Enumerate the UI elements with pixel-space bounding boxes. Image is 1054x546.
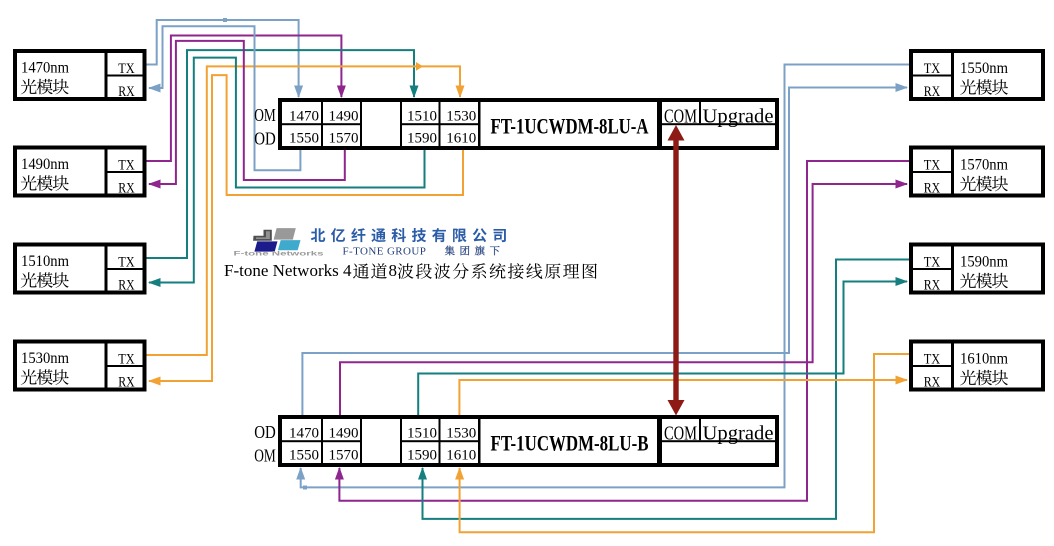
svg-text:RX: RX	[924, 278, 941, 294]
svg-text:OM: OM	[254, 105, 276, 125]
svg-text:1590: 1590	[407, 448, 437, 464]
svg-text:OD: OD	[254, 422, 276, 442]
svg-text:1610nm: 1610nm	[960, 351, 1009, 368]
svg-text:COM: COM	[664, 106, 697, 128]
svg-text:OD: OD	[254, 128, 276, 148]
svg-text:TX: TX	[118, 352, 135, 368]
svg-text:F-tone Networks: F-tone Networks	[234, 251, 325, 258]
svg-text:TX: TX	[924, 255, 941, 271]
svg-text:RX: RX	[118, 181, 135, 197]
svg-text:RX: RX	[118, 278, 135, 294]
svg-text:1550: 1550	[289, 131, 319, 147]
svg-text:1510: 1510	[407, 109, 437, 125]
svg-text:1530: 1530	[446, 426, 476, 442]
svg-text:1590nm: 1590nm	[960, 254, 1009, 271]
svg-text:1530nm: 1530nm	[21, 350, 70, 367]
svg-text:1610: 1610	[446, 131, 476, 147]
svg-text:8: 8	[389, 261, 398, 280]
svg-text:F-tone Networks 4: F-tone Networks 4	[224, 261, 352, 280]
svg-text:TX: TX	[924, 158, 941, 174]
svg-text:Upgrade: Upgrade	[703, 423, 774, 445]
svg-text:1530: 1530	[446, 109, 476, 125]
svg-text:RX: RX	[924, 181, 941, 197]
svg-text:F-TONE GROUP: F-TONE GROUP	[343, 246, 427, 258]
svg-text:OM: OM	[254, 445, 276, 465]
svg-text:TX: TX	[118, 255, 135, 271]
svg-text:1610: 1610	[446, 448, 476, 464]
svg-text:RX: RX	[118, 375, 135, 391]
svg-text:1550nm: 1550nm	[960, 60, 1009, 77]
svg-text:1590: 1590	[407, 131, 437, 147]
svg-text:1470: 1470	[289, 426, 319, 442]
svg-text:FT-1UCWDM-8LU-A: FT-1UCWDM-8LU-A	[491, 114, 649, 139]
svg-text:RX: RX	[924, 375, 941, 391]
svg-text:RX: RX	[924, 84, 941, 100]
svg-text:COM: COM	[664, 423, 697, 445]
svg-text:1570nm: 1570nm	[960, 157, 1009, 174]
svg-text:Upgrade: Upgrade	[703, 106, 774, 128]
svg-text:RX: RX	[118, 84, 135, 100]
svg-text:TX: TX	[118, 158, 135, 174]
svg-text:1490: 1490	[329, 426, 359, 442]
svg-text:FT-1UCWDM-8LU-B: FT-1UCWDM-8LU-B	[491, 431, 649, 456]
svg-text:1470nm: 1470nm	[21, 60, 70, 77]
svg-text:1510nm: 1510nm	[21, 253, 70, 270]
svg-text:1570: 1570	[329, 448, 359, 464]
svg-text:1550: 1550	[289, 448, 319, 464]
svg-text:1490: 1490	[329, 109, 359, 125]
svg-text:1490nm: 1490nm	[21, 156, 70, 173]
svg-text:1470: 1470	[289, 109, 319, 125]
svg-text:TX: TX	[118, 61, 135, 77]
svg-text:TX: TX	[924, 352, 941, 368]
svg-text:TX: TX	[924, 61, 941, 77]
svg-text:1510: 1510	[407, 426, 437, 442]
svg-text:1570: 1570	[329, 131, 359, 147]
